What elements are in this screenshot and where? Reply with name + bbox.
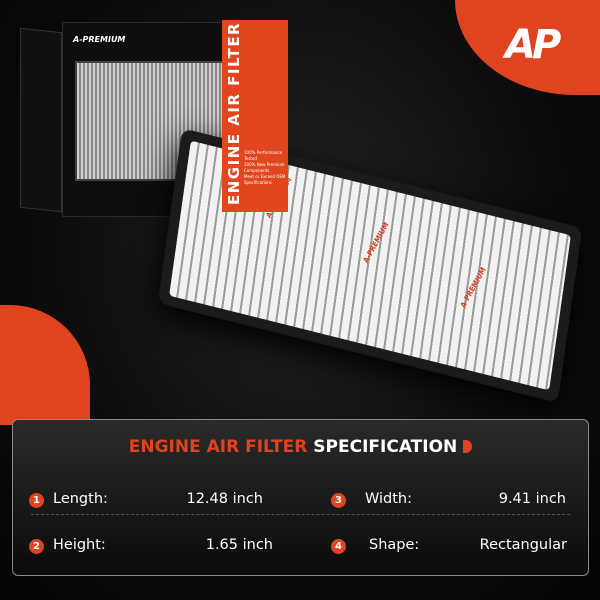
box-features: 100% Performance Tested 100% New Premium… [244,150,286,186]
spec-title: ENGINE AIR FILTER SPECIFICATION [13,437,588,457]
number-badge-icon: 2 [29,539,44,554]
box-feature: 100% New Premium Components [244,162,285,173]
spec-label: Height: [53,537,106,553]
spec-value: 1.65 inch [205,537,273,553]
box-brand-logo: A-PREMIUM [73,35,126,44]
box-feature: Meet or Exceed OEM Specifications [244,174,286,185]
spec-label: Length: [53,491,108,507]
spec-rows: 1 Length: 12.48 inch 2 Height: 1.65 inch… [13,420,588,575]
spec-title-white: SPECIFICATION [313,437,458,457]
box-feature: 100% Performance Tested [244,150,283,161]
number-badge-icon: 3 [331,493,346,508]
spec-title-orange: ENGINE AIR FILTER [128,437,308,457]
specification-panel: ENGINE AIR FILTER SPECIFICATION 1 Length… [12,419,589,576]
number-badge-icon: 1 [29,493,44,508]
number-badge-icon: 4 [331,539,346,554]
spec-value: 12.48 inch [186,491,263,507]
spec-value: 9.41 inch [498,491,566,507]
brand-logo-mark: AP [505,22,561,68]
box-title: ENGINE AIR FILTER [225,21,243,205]
spec-value: Rectangular [479,537,567,553]
box-side [20,27,62,213]
divider [31,514,570,515]
spec-label: Width: [365,491,413,507]
box-orange-face [222,20,288,212]
d-shape-icon [463,440,473,453]
spec-label: Shape: [369,537,420,553]
